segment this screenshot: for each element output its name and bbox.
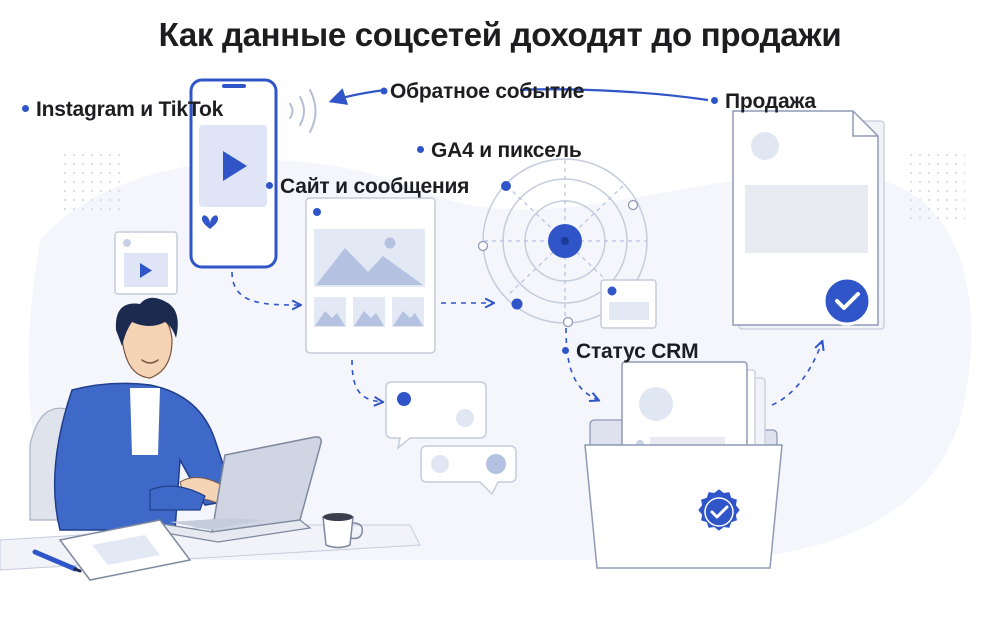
person-hair	[115, 297, 178, 346]
feedback-arrow	[328, 87, 709, 105]
play-icon	[223, 151, 247, 181]
diagram-title: Как данные соцсетей доходят до продажи	[158, 16, 842, 53]
sale-document	[732, 110, 885, 330]
chat-bubble-1	[385, 381, 487, 450]
feedback-arrow-dot	[380, 87, 388, 95]
label-bullet	[417, 145, 424, 153]
label-analytics: GA4 и пиксель	[417, 139, 582, 163]
play-icon	[140, 263, 152, 278]
flow-connectors	[231, 271, 822, 405]
label-site: Сайт и сообщения	[266, 175, 469, 199]
dot-grid-left	[60, 150, 120, 210]
coffee-mug	[322, 513, 364, 549]
small-video-card	[114, 231, 178, 295]
chat-bubble-2	[420, 445, 517, 496]
certified-badge-icon	[695, 486, 743, 534]
label-analytics-text: GA4 и пиксель	[431, 139, 582, 162]
signal-waves-icon	[289, 89, 317, 133]
label-site-text: Сайт и сообщения	[280, 175, 470, 198]
crm-folder	[584, 361, 783, 569]
laptop	[147, 436, 322, 543]
label-feedback: Обратное событие	[390, 80, 584, 104]
label-crm: Статус CRM	[562, 340, 699, 364]
analytics-radar	[477, 158, 648, 328]
label-social-text: Instagram и TikTok	[36, 98, 224, 121]
feedback-arrow-head	[328, 88, 386, 105]
person-shirt	[53, 382, 236, 531]
feedback-arrow-right-segment	[519, 88, 709, 102]
website-window	[305, 197, 436, 354]
notebook	[58, 519, 192, 581]
label-bullet	[711, 96, 718, 104]
pen	[32, 549, 82, 573]
phone	[189, 78, 278, 269]
label-crm-text: Статус CRM	[576, 340, 699, 363]
heart-icon	[202, 215, 218, 229]
small-widget-card	[600, 279, 657, 329]
label-feedback-text: Обратное событие	[390, 80, 585, 103]
label-social: Instagram и TikTok	[22, 98, 223, 122]
check-icon	[835, 292, 860, 310]
label-sale: Продажа	[711, 90, 816, 114]
label-bullet	[562, 346, 569, 354]
label-bullet	[266, 181, 273, 189]
dot-grid-right	[905, 150, 965, 220]
label-sale-text: Продажа	[725, 90, 816, 113]
label-bullet	[22, 104, 29, 112]
